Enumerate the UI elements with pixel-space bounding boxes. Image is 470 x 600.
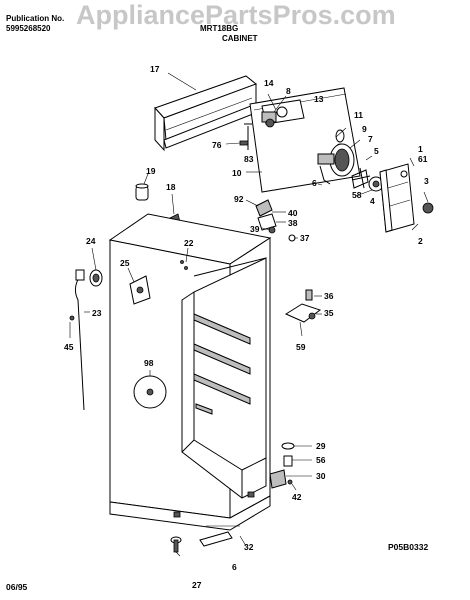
callout-30: 30: [316, 471, 326, 481]
callout-76: 76: [212, 140, 222, 150]
callout-6b: 6: [232, 562, 237, 572]
callout-10: 10: [232, 168, 242, 178]
callout-29: 29: [316, 441, 326, 451]
callout-42: 42: [292, 492, 302, 502]
callout-98: 98: [144, 358, 154, 368]
lower-hinge-parts: [269, 442, 295, 489]
label-part-98: [133, 375, 167, 409]
publication-label: Publication No.: [6, 14, 65, 23]
hinge-bracket: [284, 289, 322, 323]
screw-part-76: [239, 140, 249, 146]
callout-17: 17: [150, 64, 160, 74]
thermostat: [261, 111, 277, 128]
model-number: MRT18BG: [200, 24, 239, 33]
callout-1: 1: [418, 144, 423, 154]
section-title: CABINET: [222, 34, 258, 43]
publication-number: 5995268520: [6, 24, 51, 33]
callout-11: 11: [354, 110, 363, 120]
watermark: AppliancePartsPros.com: [76, 0, 396, 30]
callout-14: 14: [264, 78, 274, 88]
callout-27: 27: [192, 580, 202, 590]
callout-45: 45: [64, 342, 74, 352]
callout-4: 4: [370, 196, 375, 206]
callout-8: 8: [286, 86, 291, 96]
callout-38: 38: [288, 218, 298, 228]
callout-32: 32: [244, 542, 254, 552]
diagram-code: P05B0332: [388, 542, 428, 552]
callout-92: 92: [234, 194, 244, 204]
callout-37: 37: [300, 233, 310, 243]
callout-6: 6: [312, 178, 317, 188]
callout-23: 23: [92, 308, 102, 318]
callout-39: 39: [250, 224, 260, 234]
callout-19: 19: [146, 166, 156, 176]
callout-61: 61: [418, 154, 428, 164]
drain-part-25: [129, 275, 151, 305]
callout-36: 36: [324, 291, 334, 301]
temperature-knob: [368, 176, 384, 192]
callout-25: 25: [120, 258, 130, 268]
callout-35: 35: [324, 308, 334, 318]
fan-motor: [351, 167, 371, 189]
callout-40: 40: [288, 208, 298, 218]
date-code: 06/95: [6, 582, 28, 592]
callout-5: 5: [374, 146, 379, 156]
callout-13: 13: [314, 94, 324, 104]
callout-7: 7: [368, 134, 373, 144]
bumper-part-19: [135, 183, 149, 201]
light-assembly: [317, 129, 355, 185]
drain-tube: [69, 269, 103, 411]
callout-2: 2: [418, 236, 423, 246]
callout-83: 83: [244, 154, 254, 164]
callout-58: 58: [352, 190, 362, 200]
control-panel-shield: [379, 163, 434, 233]
callout-24: 24: [86, 236, 96, 246]
callout-3: 3: [424, 176, 429, 186]
callout-22: 22: [184, 238, 194, 248]
clip-part-83: [244, 123, 252, 150]
callout-18: 18: [166, 182, 176, 192]
top-cover-bracket: [154, 75, 259, 152]
door-hinge-cam: [255, 199, 296, 242]
callout-56: 56: [316, 455, 326, 465]
refrigerator-cabinet: [108, 213, 272, 531]
kick-plate: [170, 531, 233, 553]
callout-9: 9: [362, 124, 367, 134]
callout-59: 59: [296, 342, 306, 352]
